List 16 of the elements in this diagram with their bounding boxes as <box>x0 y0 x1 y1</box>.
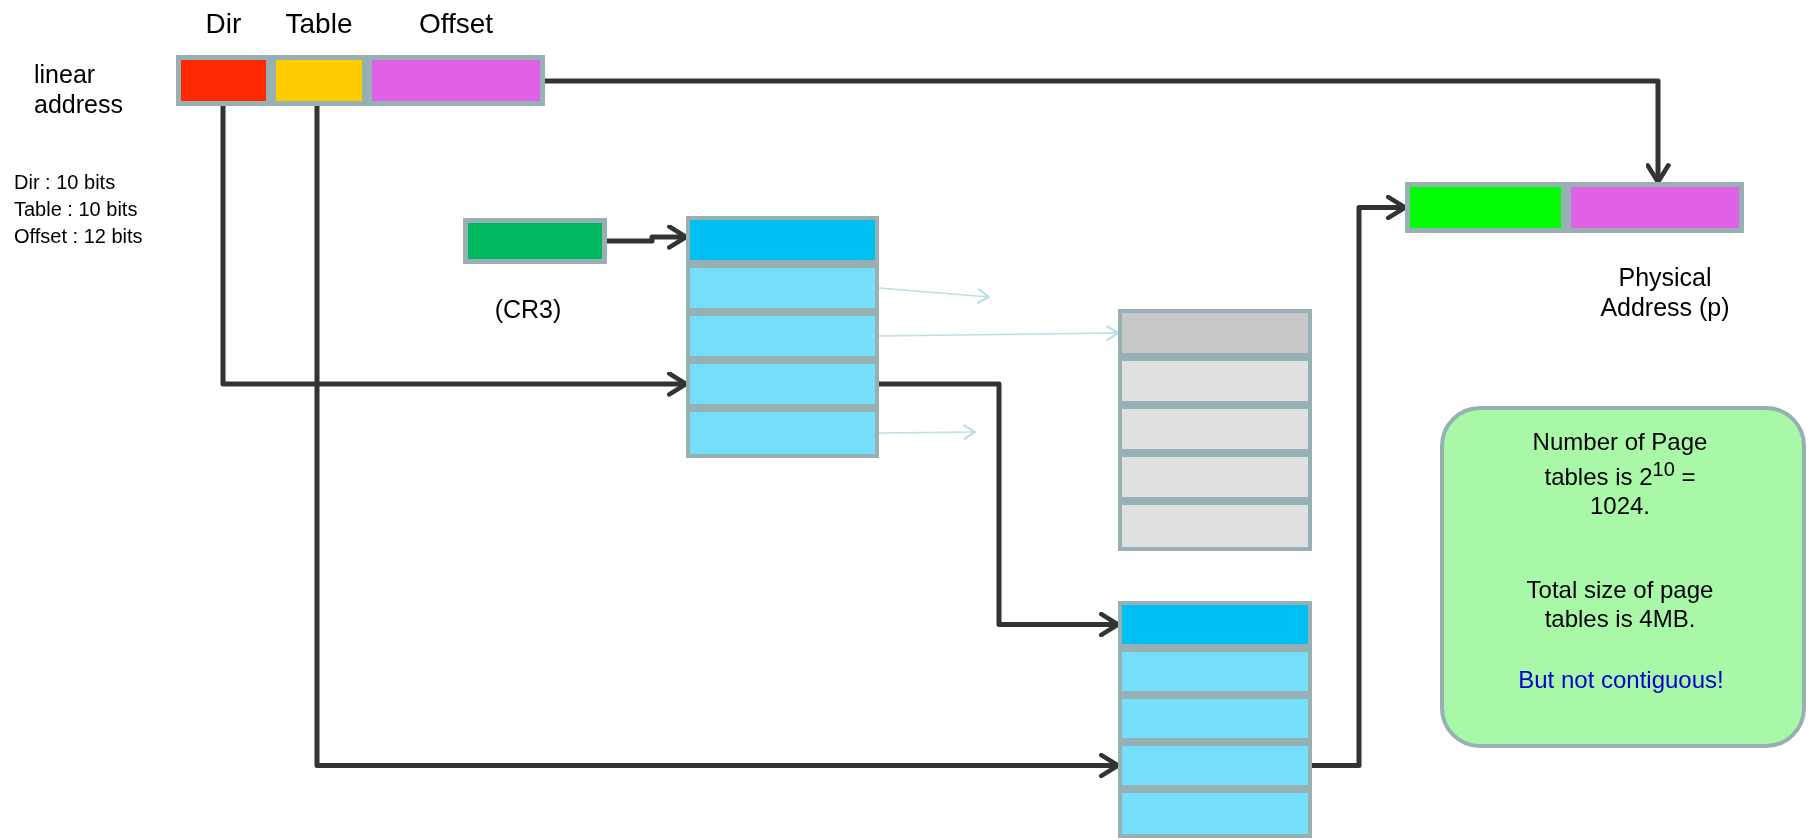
arrow <box>878 325 1120 341</box>
address-label: Physical Address (p) <box>1599 262 1731 322</box>
pointer-arrow <box>878 424 977 440</box>
note-text: Total size of page tables is 4MB. <box>1525 576 1715 634</box>
pointer-arrow <box>878 287 991 304</box>
bit-width-note: Table : 10 bits <box>14 197 138 222</box>
note-text: But not contiguous! <box>1517 666 1725 695</box>
bit-width-note: Offset : 12 bits <box>14 224 143 249</box>
note-box <box>1440 406 1806 748</box>
field-label: Table <box>284 7 354 41</box>
note-text: Number of Page tables is 2$^{10}$ = 1024. <box>1531 428 1709 521</box>
field-label: Dir <box>204 7 243 41</box>
address-label: linear address <box>34 59 124 119</box>
field-label: Offset <box>417 7 495 41</box>
register-label: (CR3) <box>493 294 563 324</box>
bit-width-note: Dir : 10 bits <box>14 170 116 195</box>
